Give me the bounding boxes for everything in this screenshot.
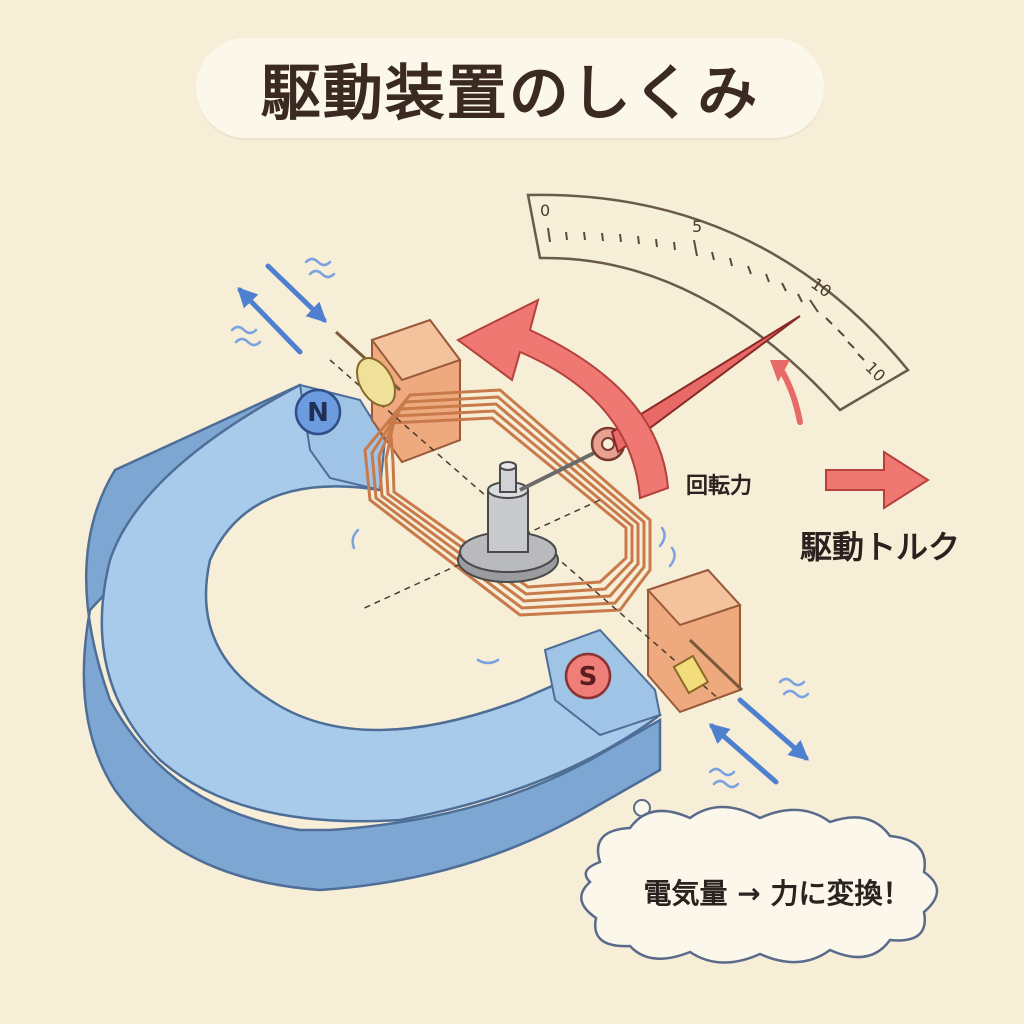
scale-ticks (547, 227, 865, 361)
north-label: N (307, 398, 329, 428)
rotation-force-arrow (456, 298, 670, 500)
pointer (519, 315, 801, 492)
terminal-upper (356, 357, 396, 407)
page-title: 駆動装置のしくみ (260, 58, 760, 129)
scale-label-0: 0 (540, 201, 550, 220)
drive-torque-label: 駆動トルク (800, 528, 961, 566)
magnet-top (100, 383, 663, 823)
rotation-force-label: 回転力 (686, 474, 753, 499)
terminal-lower (672, 654, 710, 695)
double-arrow-lower (708, 697, 810, 785)
torque-arrow (825, 450, 930, 510)
title-banner: 駆動装置のしくみ (196, 38, 824, 138)
south-pole-badge: S (564, 652, 612, 700)
thought-bubble-text: 電気量 → 力に変換！ (643, 877, 911, 910)
thought-bubble (580, 799, 939, 964)
scale-label-5: 5 (692, 217, 702, 236)
scale-move-arrow (777, 365, 803, 425)
double-arrow-upper (237, 263, 327, 355)
north-pole-badge: N (294, 388, 342, 436)
spindle (457, 461, 559, 583)
scale-face (526, 193, 910, 412)
magnet-side (82, 383, 662, 892)
south-label: S (579, 662, 598, 692)
wire-lower (688, 638, 744, 692)
meter-scale: 0 5 10 10 (526, 193, 910, 412)
scale-move-arrow-head (770, 360, 790, 382)
wave-marks (230, 257, 810, 789)
coil (363, 388, 652, 617)
